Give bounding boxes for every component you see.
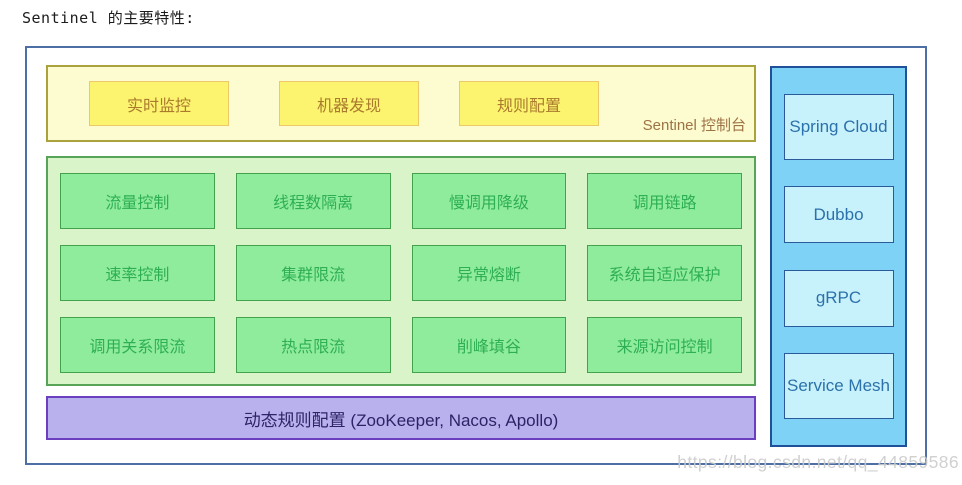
feature-thread-isolation: 线程数隔离 (235, 173, 391, 229)
sentinel-architecture-diagram: 实时监控 机器发现 规则配置 Sentinel 控制台 流量控制 线程数隔离 慢… (25, 46, 927, 465)
sentinel-console-panel: 实时监控 机器发现 规则配置 Sentinel 控制台 (46, 65, 756, 142)
sentinel-features-panel: 流量控制 线程数隔离 慢调用降级 调用链路 速率控制 集群限流 异常熔断 系统自… (46, 156, 756, 386)
feature-peak-shaving: 削峰填谷 (411, 317, 567, 373)
integration-dubbo: Dubbo (783, 186, 894, 244)
feature-exception-circuit-break: 异常熔断 (411, 245, 567, 301)
console-panel-label: Sentinel 控制台 (642, 117, 746, 134)
feature-flow-control: 流量控制 (60, 173, 215, 229)
feature-rate-control: 速率控制 (60, 245, 215, 301)
feature-relation-limiting: 调用关系限流 (60, 317, 215, 373)
feature-origin-access-control: 来源访问控制 (587, 317, 742, 373)
feature-call-trace: 调用链路 (587, 173, 742, 229)
feature-hotspot-limiting: 热点限流 (235, 317, 391, 373)
console-feature-machine-discovery: 机器发现 (279, 81, 419, 126)
console-feature-rule-config: 规则配置 (459, 81, 599, 126)
integrations-panel: Spring Cloud Dubbo gRPC Service Mesh (770, 66, 907, 447)
page-title: Sentinel 的主要特性: (22, 9, 195, 27)
integration-service-mesh: Service Mesh (783, 352, 894, 419)
feature-slow-call-degrade: 慢调用降级 (411, 173, 567, 229)
feature-system-adaptive-protection: 系统自适应保护 (587, 245, 742, 301)
integration-spring-cloud: Spring Cloud (783, 94, 894, 161)
dynamic-rules-bar: 动态规则配置 (ZooKeeper, Nacos, Apollo) (46, 396, 756, 440)
csdn-watermark: https://blog.csdn.net/qq_44859586 (677, 452, 959, 472)
feature-cluster-limiting: 集群限流 (235, 245, 391, 301)
console-feature-realtime-monitoring: 实时监控 (89, 81, 229, 126)
integration-grpc: gRPC (783, 269, 894, 327)
